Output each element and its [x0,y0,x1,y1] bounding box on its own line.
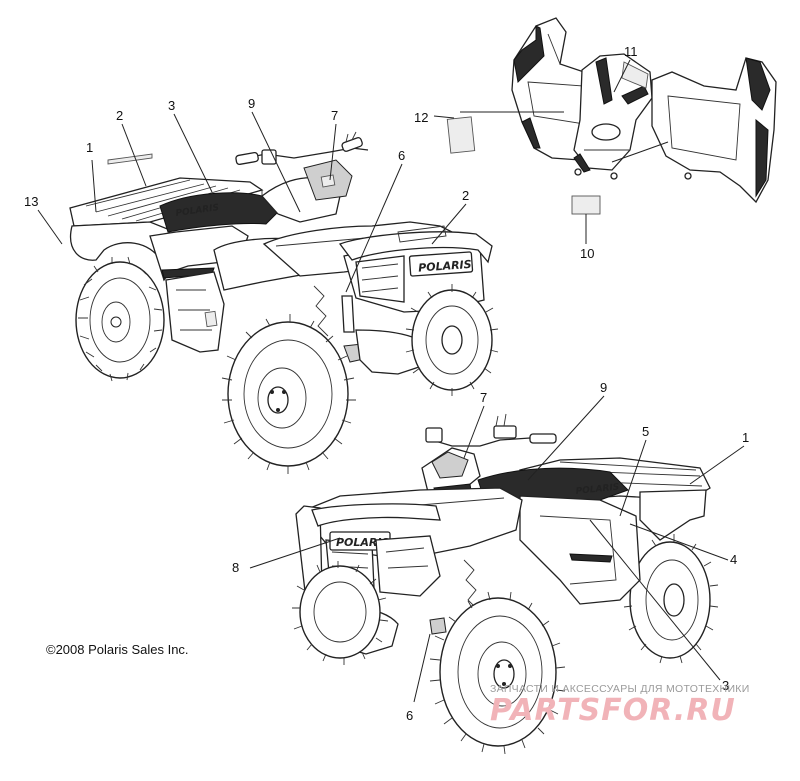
callout-7b: 7 [480,390,487,405]
callout-13: 13 [24,194,38,209]
rear-decal-2 [107,153,153,165]
leader-lines [37,59,745,703]
decal-12 [446,116,476,154]
watermark-tagline: ЗАПЧАСТИ И АКСЕССУАРЫ ДЛЯ МОТОТЕХНИКИ [490,683,750,695]
front-decal-text: POLARIS [418,258,472,275]
rear-seat-decal-text: POLARIS [575,482,620,497]
rear-right-tire-2 [623,534,719,664]
decal-10 [571,195,601,215]
front-nose: POLARIS [262,221,493,375]
copyright-notice: ©2008 Polaris Sales Inc. [46,642,189,657]
callout-3b: 3 [722,678,729,693]
front-right-tire [405,284,499,396]
callout-6: 6 [398,148,405,163]
callout-4: 4 [730,552,737,567]
decal-11 [621,61,649,89]
front-panels-exploded [511,17,777,204]
callout-12: 12 [414,110,428,125]
watermark-logo: PARTSFOR.RU [490,693,736,728]
callout-6b: 6 [406,708,413,723]
callout-numbers: 1 2 3 9 7 6 13 2 12 11 10 7 9 5 1 8 4 6 … [24,44,749,723]
callout-9b: 9 [600,380,607,395]
watermark: ЗАПЧАСТИ И АКСЕССУАРЫ ДЛЯ МОТОТЕХНИКИ PA… [490,683,790,728]
callout-3: 3 [168,98,175,113]
callout-1b: 1 [742,430,749,445]
atv-rear-view: POLARIS POLARIS [69,131,499,474]
rear-left-tire [75,256,165,382]
callout-5: 5 [642,424,649,439]
callout-8: 8 [232,560,239,575]
callout-1: 1 [86,140,93,155]
front-left-tire [221,314,356,474]
callout-10: 10 [580,246,594,261]
front-left-tire-2 [292,561,389,665]
callout-2b: 2 [462,188,469,203]
callout-11: 11 [624,44,638,59]
callout-7: 7 [331,108,338,123]
callout-9: 9 [248,96,255,111]
callout-2: 2 [116,108,123,123]
atv-front-view: POLARIS POLARIS [292,413,719,755]
steering-area [235,131,369,223]
front-right-tire-2 [429,591,566,755]
